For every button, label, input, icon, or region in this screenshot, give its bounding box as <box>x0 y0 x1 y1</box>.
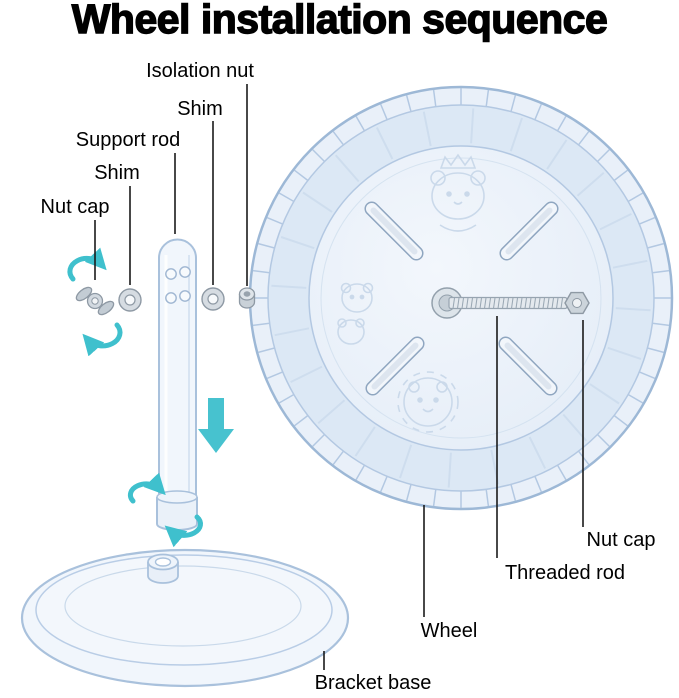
rotation-arrow-wingnut-top <box>67 247 107 282</box>
wheel-wall-streaks <box>271 108 651 488</box>
wheel-slot <box>364 201 424 261</box>
rotation-arrow-rod-top <box>127 472 166 504</box>
wheel-slot <box>365 336 425 396</box>
leader-lines <box>94 84 584 670</box>
hamster-engraving-top <box>430 153 486 232</box>
down-arrow <box>198 398 234 453</box>
label-shim-left: Shim <box>94 162 140 184</box>
hamster-engravings <box>337 153 486 433</box>
wheel-slot <box>499 201 559 261</box>
threaded-rod-part <box>431 287 590 319</box>
hamster-engraving-bottom <box>397 371 459 433</box>
bracket-base-illustration <box>20 548 350 688</box>
label-wheel: Wheel <box>420 620 478 642</box>
label-support-rod: Support rod <box>75 129 181 151</box>
rotation-arrows <box>67 247 203 548</box>
support-rod-illustration <box>156 238 198 531</box>
label-nut-cap-left: Nut cap <box>40 196 110 218</box>
wheel-illustration <box>248 85 674 511</box>
rod-hole <box>179 290 191 302</box>
page-title: Wheel installation sequence <box>71 0 608 43</box>
base-socket <box>147 553 179 584</box>
isolation-nut-part <box>238 287 256 309</box>
thread-hatch <box>452 297 563 309</box>
rod-end-nut-cap <box>564 291 590 315</box>
label-shim-top: Shim <box>177 98 223 120</box>
rod-hole <box>165 292 177 304</box>
label-threaded-rod: Threaded rod <box>504 562 626 584</box>
rotation-arrow-rod-bottom <box>164 514 203 548</box>
rotation-arrow-wingnut-bottom <box>82 322 123 357</box>
rod-hole <box>165 268 177 280</box>
wheel-rim-flutes <box>251 88 671 508</box>
rod-hole <box>179 266 191 278</box>
hamster-engraving-left <box>337 282 374 345</box>
label-isolation-nut: Isolation nut <box>146 60 254 82</box>
label-nut-cap-right: Nut cap <box>586 529 656 551</box>
hardware-parts <box>75 286 256 316</box>
wing-nut-cap <box>75 286 115 316</box>
shim-washer-right <box>201 287 225 311</box>
label-bracket-base: Bracket base <box>314 672 432 694</box>
shim-washer-left <box>118 288 142 312</box>
